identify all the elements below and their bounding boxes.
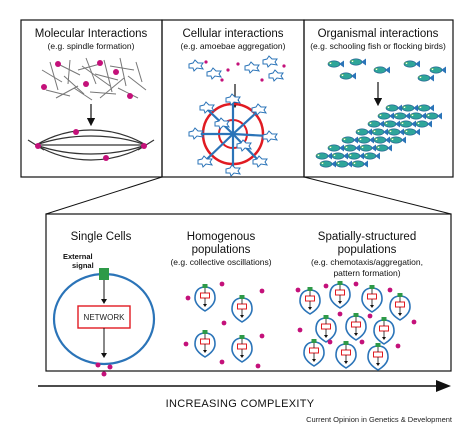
motor-proteins-spindle — [35, 129, 147, 161]
spatial-subtitle-1: (e.g. chemotaxis/aggregation, — [311, 257, 423, 267]
panel-organismal-subtitle: (e.g. schooling fish or flocking birds) — [310, 41, 446, 51]
zoom-connectors — [45, 176, 452, 215]
spatial-molecules — [295, 281, 417, 349]
homogenous-molecules — [183, 281, 265, 369]
network-label: NETWORK — [84, 313, 126, 322]
panel-organismal — [303, 19, 454, 178]
motor-proteins-top — [41, 60, 133, 99]
homogenous-title-2: populations — [192, 244, 251, 256]
fish-school — [315, 104, 443, 168]
spatial-population — [299, 280, 411, 371]
axis-label: INCREASING COMPLEXITY — [166, 398, 315, 410]
panel-molecular-subtitle: (e.g. spindle formation) — [48, 41, 135, 51]
spindle-illustration — [27, 129, 155, 161]
lower-panel — [45, 213, 452, 372]
external-signal-label-1: External — [63, 252, 93, 261]
panel-cellular-subtitle: (e.g. amoebae aggregation) — [181, 41, 286, 51]
homogenous-subtitle: (e.g. collective oscillations) — [170, 257, 271, 267]
spatial-title-2: populations — [338, 244, 397, 256]
credit-line: Current Opinion in Genetics & Developmen… — [306, 415, 453, 424]
external-signal-label-2: signal — [72, 261, 94, 270]
spatial-title-1: Spatially-structured — [318, 231, 416, 243]
spatial-subtitle-2: pattern formation) — [333, 268, 400, 278]
single-cells-title: Single Cells — [71, 231, 132, 243]
camp-signal-dots — [204, 60, 286, 82]
panel-organismal-title: Organismal interactions — [318, 28, 439, 40]
scattered-amoebae — [188, 55, 284, 82]
output-molecules — [95, 362, 113, 377]
microtubule-tangle-illustration — [41, 57, 147, 101]
complexity-arrowhead-icon — [436, 380, 451, 392]
scattered-fish — [327, 58, 447, 82]
single-cell-illustration: NETWORK — [52, 268, 156, 366]
receptor-icon — [99, 268, 109, 280]
panel-cellular-title: Cellular interactions — [183, 28, 284, 40]
panel-molecular-title: Molecular Interactions — [35, 28, 148, 40]
homogenous-title-1: Homogenous — [187, 231, 256, 243]
aggregation-center — [188, 93, 278, 177]
